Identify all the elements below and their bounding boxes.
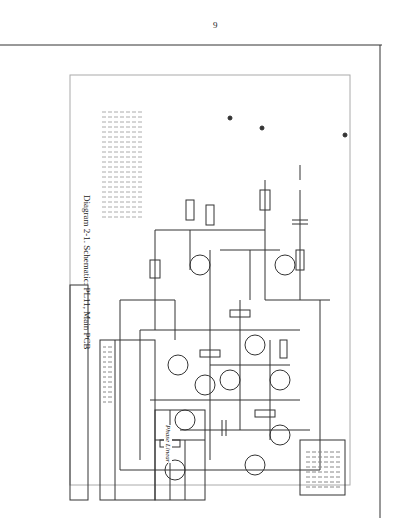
maker-name: Phase Linear <box>164 425 172 463</box>
diagram-title: Diagram 2-1. Schematic: PL11, Main PCB <box>82 195 92 349</box>
page-number: 9 <box>213 20 218 30</box>
